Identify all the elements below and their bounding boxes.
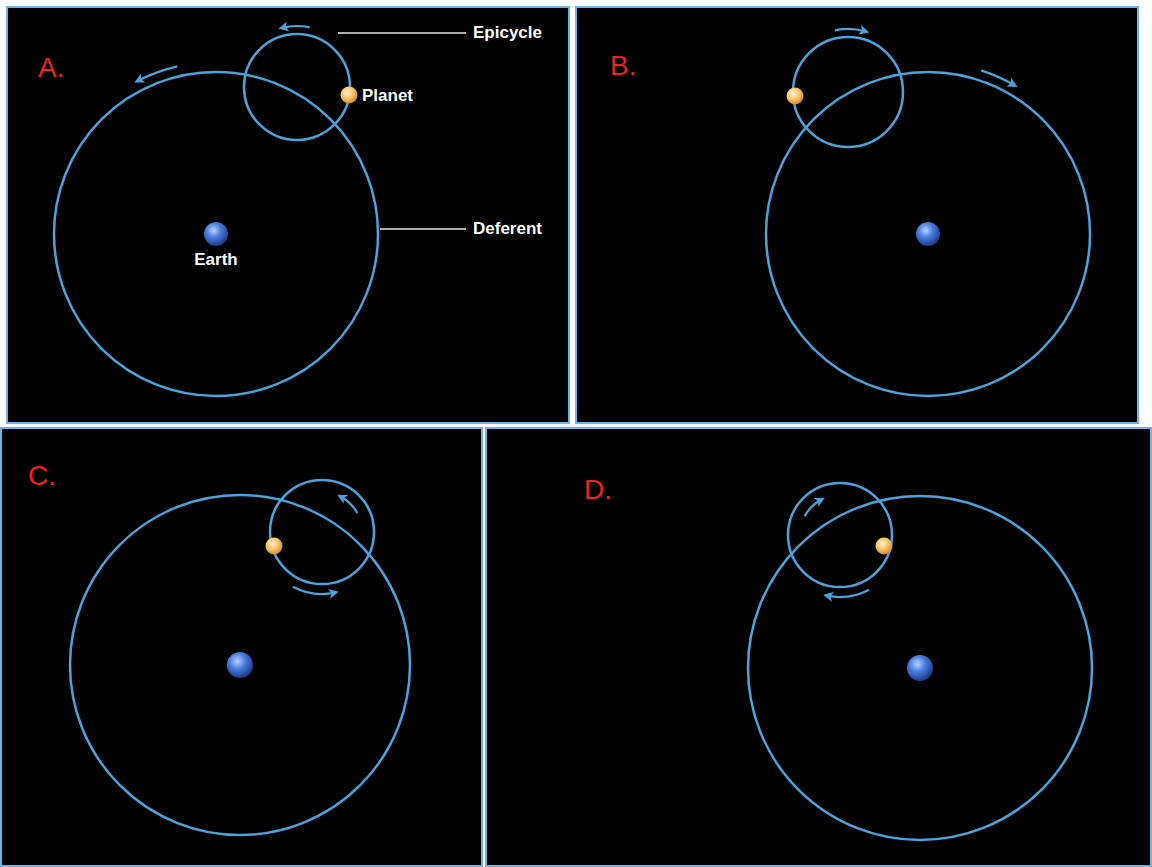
- epicycle-figure: [748, 483, 1092, 840]
- panel-letter: D.: [584, 476, 612, 504]
- planet-sphere: [341, 87, 358, 104]
- motion-arrow: [341, 497, 358, 514]
- panel-frame: [1, 428, 482, 866]
- epicycle-figure: [766, 29, 1090, 396]
- part-label: Planet: [362, 87, 413, 104]
- deferent-circle: [766, 72, 1090, 396]
- panel-frame: [486, 428, 1151, 866]
- part-label: Deferent: [473, 220, 542, 237]
- motion-arrow: [827, 590, 869, 597]
- epicycle-circle: [270, 480, 374, 584]
- panel-frame: [7, 7, 569, 423]
- epicycle-figure: [54, 26, 378, 396]
- motion-arrow: [835, 29, 865, 31]
- panel-letter: B.: [610, 52, 636, 80]
- deferent-circle: [54, 72, 378, 396]
- earth-sphere: [227, 652, 253, 678]
- epicycle-circle: [244, 34, 350, 140]
- planet-sphere: [876, 538, 893, 555]
- panel-frame: [576, 7, 1138, 423]
- earth-sphere: [907, 655, 933, 681]
- leader-line: [338, 32, 466, 34]
- deferent-circle: [70, 495, 410, 835]
- leader-line: [380, 228, 466, 230]
- motion-arrow: [138, 66, 177, 80]
- panel-letter: A.: [38, 54, 64, 82]
- earth-sphere: [204, 222, 228, 246]
- deferent-circle: [748, 496, 1092, 840]
- panel-letter: C.: [28, 462, 56, 490]
- epicycle-circle: [788, 483, 892, 587]
- planet-sphere: [266, 538, 283, 555]
- epicycle-circle: [793, 37, 903, 147]
- earth-sphere: [916, 222, 940, 246]
- part-label: Earth: [194, 251, 237, 268]
- motion-arrow: [981, 70, 1014, 85]
- motion-arrow: [805, 500, 822, 517]
- planet-sphere: [787, 88, 804, 105]
- motion-arrow: [282, 26, 309, 28]
- part-label: Epicycle: [473, 24, 542, 41]
- epicycle-figure: [70, 480, 410, 835]
- motion-arrow: [293, 587, 335, 594]
